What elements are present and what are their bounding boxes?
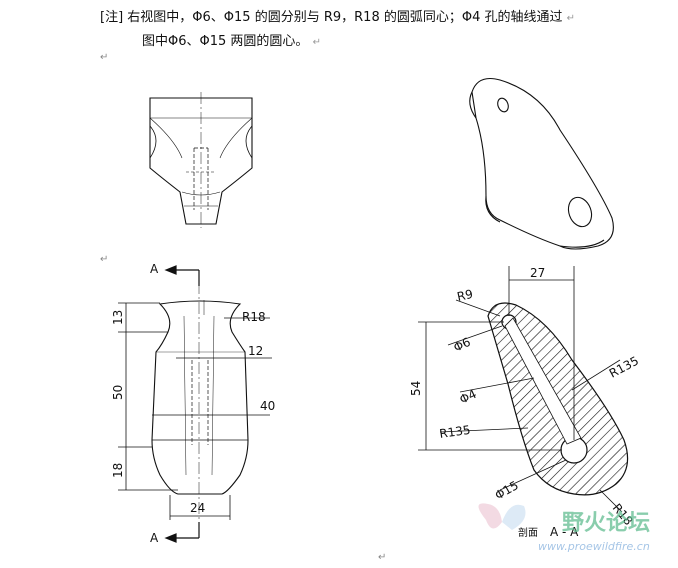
- note-line-2: 图中Φ6、Φ15 两圆的圆心。: [142, 34, 309, 49]
- dim-r9: R9: [456, 287, 475, 304]
- dim-18: 18: [111, 463, 125, 478]
- dim-12: 12: [248, 344, 263, 358]
- watermark-url: www.proewildfire.cn: [538, 540, 650, 553]
- watermark-logo-icon: [478, 503, 526, 530]
- dim-phi4: Φ4: [457, 387, 478, 407]
- dim-r135-right: R135: [607, 354, 641, 381]
- section-caption-prefix: 剖面: [518, 526, 538, 539]
- section-cut-marks: [164, 265, 200, 543]
- front-view-dimensions: [118, 302, 272, 520]
- dim-24: 24: [190, 501, 205, 515]
- dim-r135-left: R135: [438, 423, 471, 441]
- top-view: [149, 92, 253, 228]
- dim-13: 13: [111, 310, 125, 325]
- section-label-a-top: A: [150, 262, 159, 276]
- section-caption: A - A: [550, 525, 579, 539]
- return-mark: ↵: [312, 37, 321, 48]
- watermark-text: 野火论坛: [562, 510, 650, 536]
- section-label-a-bottom: A: [150, 531, 159, 545]
- dim-r18-front: R18: [242, 310, 266, 324]
- dim-phi6: Φ6: [451, 335, 472, 355]
- return-mark: ↵: [378, 552, 387, 563]
- return-mark: ↵: [566, 13, 576, 24]
- isometric-view: [469, 77, 614, 250]
- dim-40: 40: [260, 399, 275, 413]
- dim-54: 54: [409, 381, 423, 396]
- section-dimensions: [418, 266, 623, 513]
- section-a-a: [487, 302, 629, 496]
- front-view: [151, 282, 249, 525]
- dim-27: 27: [530, 266, 545, 280]
- dim-phi15: Φ15: [493, 478, 521, 502]
- note-line-1: 右视图中，Φ6、Φ15 的圆分别与 R9，R18 的圆弧同心；Φ4 孔的轴线通过: [127, 10, 563, 25]
- return-mark: ↵: [100, 52, 109, 63]
- note-paragraph: [注] 右视图中，Φ6、Φ15 的圆分别与 R9，R18 的圆弧同心；Φ4 孔的…: [100, 6, 670, 54]
- return-mark: ↵: [100, 254, 109, 265]
- dim-50: 50: [111, 385, 125, 400]
- note-prefix: [注]: [100, 10, 124, 25]
